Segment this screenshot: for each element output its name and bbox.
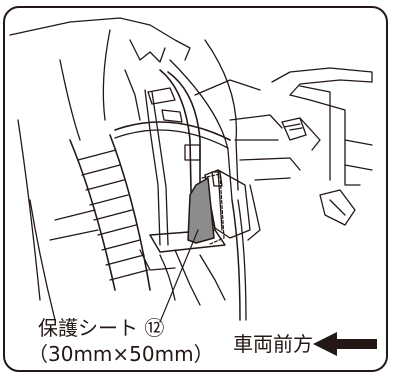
illustration-frame [3,6,388,372]
vehicle-front-label: 車両前方 [233,332,313,356]
protection-sheet-label: 保護シート ⑫ [38,316,165,340]
left-arrow-icon [313,332,377,356]
protection-sheet [187,177,215,244]
leader-line [159,229,199,323]
protection-sheet-size: （30mm×50mm） [28,342,214,366]
